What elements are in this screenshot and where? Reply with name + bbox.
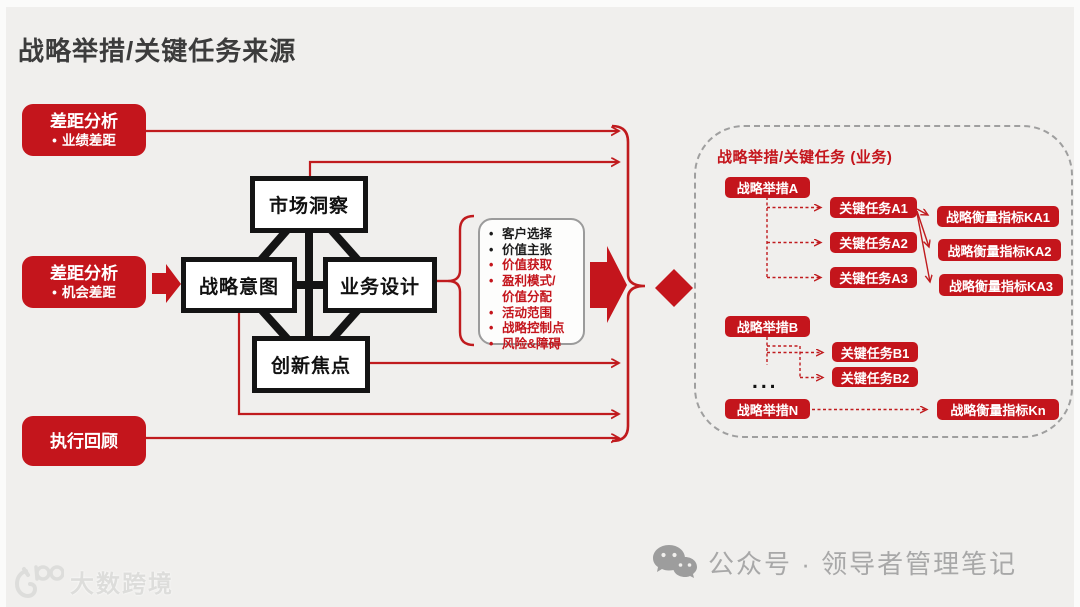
page-title: 战略举措/关键任务来源 xyxy=(18,36,297,67)
customer-selection-label: 客户选择 xyxy=(502,227,553,241)
profit-model-label: 盈利模式/ xyxy=(502,274,556,289)
gap-analysis-performance-box: 差距分析 • 业绩差距 xyxy=(22,104,146,156)
bullet-glyph: • xyxy=(489,242,494,257)
metric-ka2-box: 战略衡量指标KA2 xyxy=(938,239,1061,261)
panel-dashed-links xyxy=(766,197,927,410)
business-design-elements-list: • 客户选择 • 价值主张 • 价值获取 • 盈利模式/ 价值分配 • 活动范围… xyxy=(478,218,585,351)
gap-analysis-title: 差距分析 xyxy=(50,112,118,131)
innovation-focus-box: 创新焦点 xyxy=(252,336,370,393)
execution-review-box: 执行回顾 xyxy=(22,416,146,466)
metric-fan-links xyxy=(916,208,930,282)
performance-gap-label: 业绩差距 xyxy=(61,133,116,148)
bullet-glyph: • xyxy=(489,274,494,289)
key-task-a1-box: 关键任务A1 xyxy=(830,197,917,218)
gap-analysis-title: 差距分析 xyxy=(50,264,118,283)
bullet-glyph: • xyxy=(489,227,494,241)
risk-obstacle-label: 风险&障碍 xyxy=(502,336,562,351)
initiative-b-box: 战略举措B xyxy=(725,316,810,337)
bullet-glyph: • xyxy=(52,133,57,148)
small-block-arrow xyxy=(152,264,181,303)
list-item: • 活动范围 xyxy=(489,306,579,322)
list-item: • 价值获取 xyxy=(489,258,579,274)
frame-right xyxy=(1074,0,1080,607)
metric-kn-box: 战略衡量指标Kn xyxy=(937,399,1059,420)
strategic-control-label: 战略控制点 xyxy=(502,321,565,336)
execution-review-label: 执行回顾 xyxy=(50,431,118,451)
key-task-b1-box: 关键任务B1 xyxy=(832,342,918,362)
list-item: • 盈利模式/ xyxy=(489,274,579,290)
bullet-glyph: • xyxy=(489,321,494,336)
initiative-a-box: 战略举措A xyxy=(725,177,810,198)
big-block-arrow xyxy=(590,246,627,323)
red-diamond xyxy=(655,269,693,307)
frame-left xyxy=(0,0,6,607)
gap-analysis-opportunity-box: 差距分析 • 机会差距 xyxy=(22,256,146,308)
value-capture-label: 价值获取 xyxy=(502,258,553,273)
initiative-n-box: 战略举措N xyxy=(725,399,810,419)
key-task-b2-box: 关键任务B2 xyxy=(832,367,918,387)
market-insight-box: 市场洞察 xyxy=(250,176,368,233)
dashu-logo-icon xyxy=(14,565,64,599)
opportunity-gap-label: 机会差距 xyxy=(61,285,116,300)
watermark-left: 大数跨境 xyxy=(12,561,174,601)
list-item-wrap: 价值分配 xyxy=(502,290,579,306)
list-item: • 客户选择 xyxy=(489,227,579,243)
watermark-left-text: 大数跨境 xyxy=(70,570,174,598)
list-item: • 风险&障碍 xyxy=(489,337,579,353)
bullet-glyph: • xyxy=(489,305,494,320)
output-panel-title: 战略举措/关键任务 (业务) xyxy=(717,149,893,166)
more-initiatives-ellipsis: ... xyxy=(752,370,779,393)
collect-brace xyxy=(611,124,646,443)
wechat-icon xyxy=(653,545,697,578)
metric-ka3-box: 战略衡量指标KA3 xyxy=(939,274,1063,296)
bullet-glyph: • xyxy=(489,336,494,351)
watermark-right: 公众号 · 领导者管理笔记 xyxy=(652,543,1017,581)
list-item: • 战略控制点 xyxy=(489,321,579,337)
value-distribution-label: 价值分配 xyxy=(502,289,553,304)
bullet-glyph: • xyxy=(52,285,57,300)
output-panel-container xyxy=(694,125,1073,438)
frame-top xyxy=(0,0,1080,7)
key-task-a2-box: 关键任务A2 xyxy=(830,232,917,253)
strategic-intent-box: 战略意图 xyxy=(181,257,297,313)
activity-scope-label: 活动范围 xyxy=(502,305,553,320)
value-proposition-label: 价值主张 xyxy=(502,242,553,257)
source-arrows xyxy=(146,131,619,438)
business-design-box: 业务设计 xyxy=(323,257,437,313)
list-item: • 价值主张 xyxy=(489,243,579,259)
bullet-glyph: • xyxy=(489,258,494,273)
watermark-right-text: 公众号 · 领导者管理笔记 xyxy=(708,548,1018,579)
design-list-brace xyxy=(437,214,475,347)
metric-ka1-box: 战略衡量指标KA1 xyxy=(937,206,1059,227)
key-task-a3-box: 关键任务A3 xyxy=(830,267,917,288)
